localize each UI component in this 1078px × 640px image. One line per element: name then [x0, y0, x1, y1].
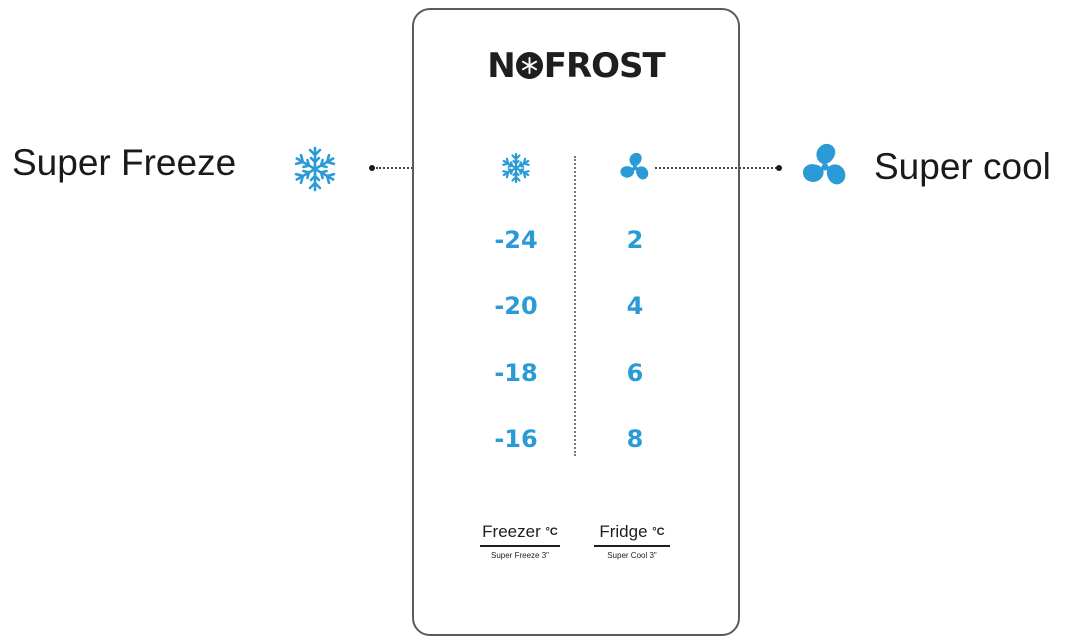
freezer-sub-label: Super Freeze 3" [491, 551, 549, 560]
super-cool-button-fan-icon[interactable] [617, 151, 653, 185]
fridge-setting-3[interactable]: 6 [626, 359, 644, 387]
freezer-unit: °C [545, 526, 558, 538]
control-panel [412, 8, 740, 636]
freezer-label: Freezer [482, 522, 541, 541]
super-freeze-label: Super Freeze [12, 142, 237, 183]
fridge-button[interactable]: Fridge °C Super Cool 3" [594, 522, 670, 560]
freezer-setting-2[interactable]: -20 [494, 292, 538, 320]
brand-logo: N FROST [412, 46, 740, 86]
brand-o-snowflake-icon [515, 52, 543, 79]
freeze-leader-dot [369, 165, 375, 171]
freezer-setting-1[interactable]: -24 [494, 226, 538, 254]
freezer-label-row: Freezer °C [480, 522, 560, 547]
fridge-sub-label: Super Cool 3" [607, 551, 657, 560]
fridge-unit: °C [652, 526, 665, 538]
super-freeze-button-snowflake-icon[interactable] [500, 152, 532, 184]
brand-prefix: N [487, 46, 515, 86]
snowflake-icon [293, 146, 337, 192]
freezer-setting-4[interactable]: -16 [494, 425, 538, 453]
super-cool-label: Super cool [874, 146, 1051, 187]
fan-icon [800, 143, 850, 188]
fridge-setting-4[interactable]: 8 [626, 425, 644, 453]
cool-leader-dot [776, 165, 782, 171]
freezer-setting-3[interactable]: -18 [494, 359, 538, 387]
fridge-label-row: Fridge °C [594, 522, 670, 547]
brand-suffix: FROST [543, 46, 666, 86]
fridge-setting-1[interactable]: 2 [626, 226, 644, 254]
column-divider [574, 156, 576, 456]
cool-leader-line [655, 167, 777, 169]
fridge-setting-2[interactable]: 4 [626, 292, 644, 320]
freezer-button[interactable]: Freezer °C Super Freeze 3" [480, 522, 560, 560]
fridge-label: Fridge [599, 522, 648, 541]
